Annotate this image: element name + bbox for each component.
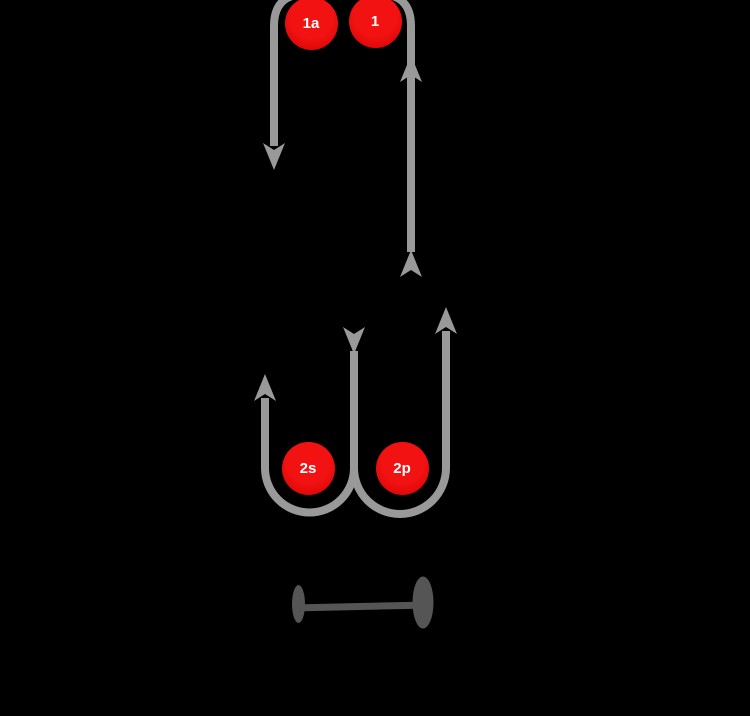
barbell-bar <box>297 601 424 612</box>
route-2s-line <box>261 351 358 517</box>
player-marker-2p[interactable]: 2p <box>375 441 429 495</box>
arrowhead-down-icon <box>343 327 365 354</box>
arrowhead-down-icon <box>263 143 285 170</box>
player-marker-1[interactable]: 1 <box>348 0 402 48</box>
player-marker-1a[interactable]: 1a <box>284 0 338 50</box>
arrowhead-up-icon <box>400 250 422 277</box>
player-marker-2s[interactable]: 2s <box>281 441 335 495</box>
route-2p-line <box>350 331 450 518</box>
player-label: 2s <box>299 459 317 477</box>
barbell-left-weight <box>292 585 305 623</box>
arrowhead-up-icon <box>254 374 276 401</box>
arrowhead-up-icon <box>400 55 422 82</box>
player-label: 2p <box>393 459 411 477</box>
barbell-icon[interactable] <box>292 576 434 629</box>
route-1-path[interactable] <box>263 0 422 277</box>
player-label: 1a <box>302 14 320 32</box>
route-2s-path[interactable] <box>254 327 365 517</box>
player-label: 1 <box>370 12 380 30</box>
route-1-line <box>270 0 415 252</box>
barbell-right-weight <box>412 576 434 629</box>
route-2p-path[interactable] <box>350 307 457 518</box>
arrowhead-up-icon <box>435 307 457 334</box>
